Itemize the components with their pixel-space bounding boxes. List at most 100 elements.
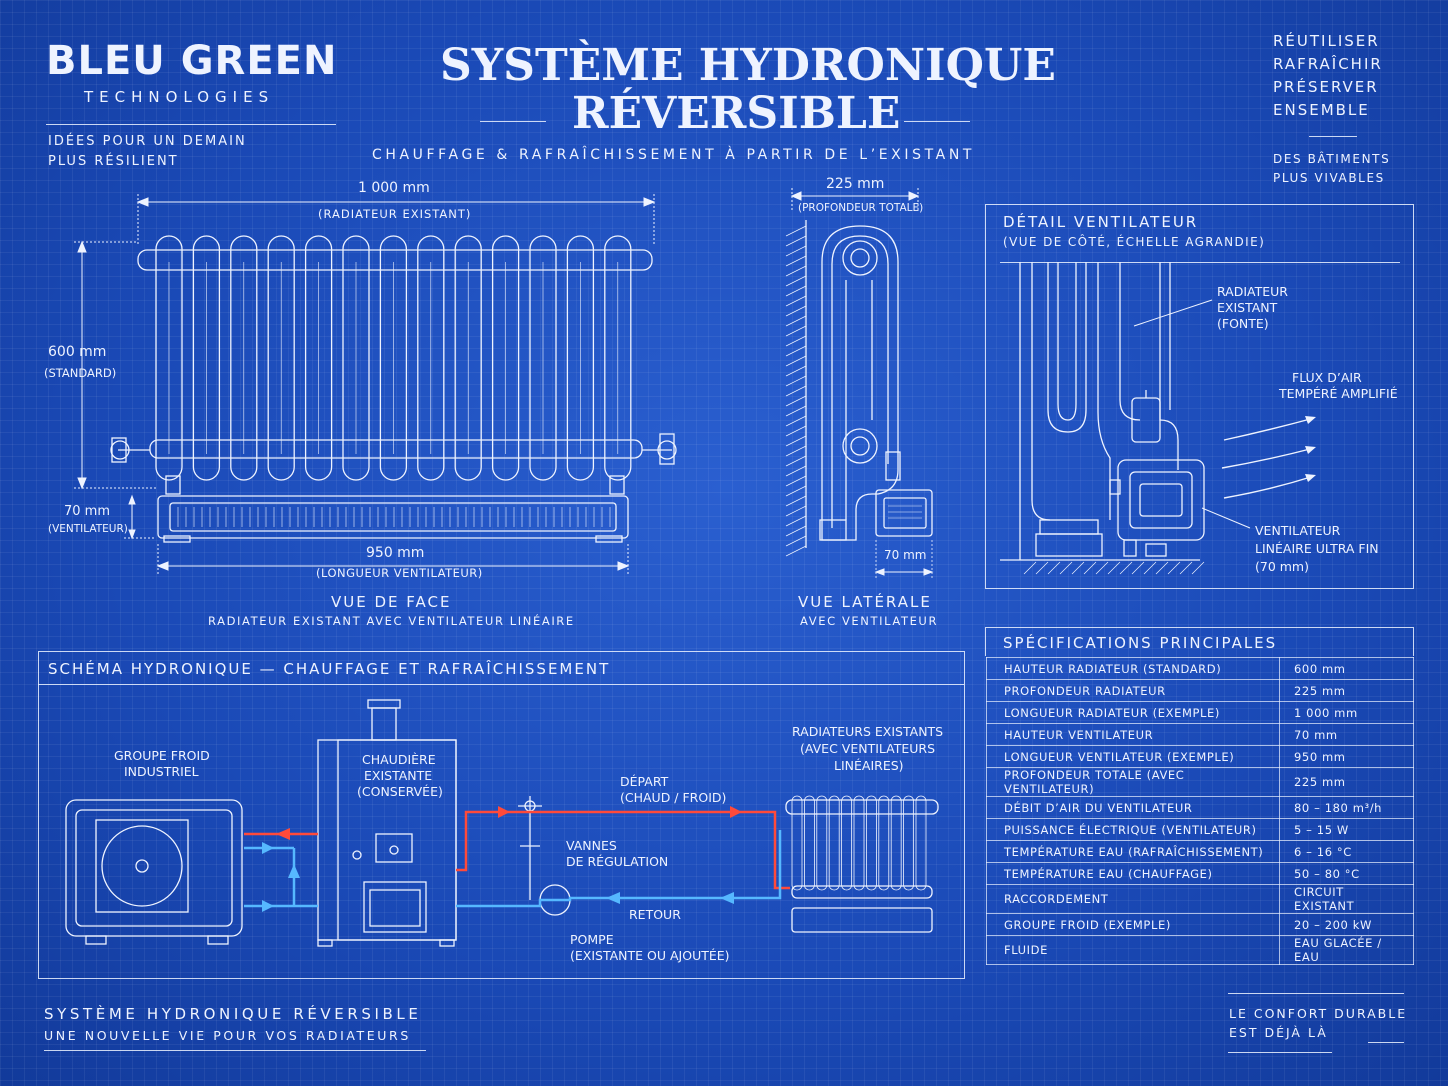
fan-detail-airflow-label-2: TEMPÉRÉ AMPLIFIÉ	[1279, 386, 1398, 401]
side-view-caption: VUE LATÉRALE	[798, 593, 932, 611]
motto-line-4: ENSEMBLE	[1273, 101, 1370, 119]
wall-hatch-line	[785, 265, 807, 277]
wall-hatch-line	[785, 515, 807, 527]
radiator-section	[304, 235, 333, 481]
motto-rule	[1309, 136, 1357, 137]
boiler-label-3: (CONSERVÉE)	[357, 784, 443, 799]
radiator-section	[491, 235, 520, 481]
wall-hatch-line	[785, 495, 807, 507]
wall-hatch-line	[785, 275, 807, 287]
fan-detail-title-rule	[1000, 262, 1400, 263]
floor-hatch-line	[1155, 561, 1169, 575]
wall-hatch-line	[785, 415, 807, 427]
wall-hatch-line	[785, 295, 807, 307]
spec-label: PROFONDEUR RADIATEUR	[986, 679, 1280, 702]
motto-line-1: RÉUTILISER	[1273, 32, 1380, 50]
valves-label-2: DE RÉGULATION	[566, 854, 669, 869]
fan-detail-fan-label-1: VENTILATEUR	[1255, 523, 1341, 538]
front-height-value: 600 mm	[48, 344, 107, 360]
floor-hatch-line	[1035, 561, 1049, 575]
floor-hatch-line	[1023, 561, 1037, 575]
radiator-section	[604, 235, 632, 481]
spec-label: RACCORDEMENT	[986, 884, 1280, 914]
footer-line-2: UNE NOUVELLE VIE POUR VOS RADIATEURS	[44, 1028, 411, 1043]
floor-hatch-line	[1119, 561, 1133, 575]
wall-hatch-line	[785, 345, 807, 357]
side-depth-note: (PROFONDEUR TOTALE)	[798, 202, 924, 214]
return-label: RETOUR	[629, 907, 681, 922]
hydronic-title-rule	[38, 684, 964, 685]
wall-hatch-line	[785, 335, 807, 347]
fan-height-note: (VENTILATEUR)	[48, 523, 128, 535]
spec-value: 5 – 15 W	[1279, 818, 1414, 841]
wall-hatch-line	[785, 445, 807, 457]
motto-sub-1: DES BÂTIMENTS	[1273, 152, 1391, 166]
fan-detail-airflow-label-1: FLUX D’AIR	[1292, 370, 1362, 385]
spec-label: HAUTEUR RADIATEUR (STANDARD)	[986, 657, 1280, 680]
radiator-section	[529, 235, 557, 481]
floor-hatch-line	[1047, 561, 1061, 575]
spec-row: PROFONDEUR TOTALE (AVEC VENTILATEUR)225 …	[986, 767, 1414, 797]
radiator-section	[155, 235, 183, 481]
radiator-section	[342, 235, 370, 481]
wall-hatch-line	[785, 365, 807, 377]
footer-rule	[44, 1050, 426, 1051]
fan-detail-fan-label-3: (70 mm)	[1255, 559, 1309, 574]
small-radiator-section	[878, 795, 890, 891]
wall-hatch-line	[785, 325, 807, 337]
brand-subtitle: TECHNOLOGIES	[84, 88, 275, 106]
spec-label: FLUIDE	[986, 935, 1280, 965]
floor-hatch-line	[1071, 561, 1085, 575]
floor-hatch-line	[1179, 561, 1193, 575]
motto-line-2: RAFRAÎCHIR	[1273, 55, 1383, 73]
spec-row: GROUPE FROID (EXEMPLE)20 – 200 kW	[986, 913, 1414, 936]
front-width-note: (RADIATEUR EXISTANT)	[318, 207, 472, 221]
specs-title: SPÉCIFICATIONS PRINCIPALES	[1003, 634, 1278, 652]
spec-row: TEMPÉRATURE EAU (RAFRAÎCHISSEMENT)6 – 16…	[986, 840, 1414, 863]
small-radiator-section	[866, 795, 877, 891]
radiator-section	[267, 235, 295, 481]
side-view-caption-sub: AVEC VENTILATEUR	[800, 614, 939, 628]
footer-line-1: SYSTÈME HYDRONIQUE RÉVERSIBLE	[44, 1005, 422, 1023]
spec-value: 6 – 16 °C	[1279, 840, 1414, 863]
footer-right-rule-bottom	[1228, 1052, 1332, 1053]
page-subtitle: CHAUFFAGE & RAFRAÎCHISSEMENT À PARTIR DE…	[372, 147, 976, 163]
floor-hatch-line	[1083, 561, 1097, 575]
brand-logo: BLEU GREEN	[46, 38, 338, 84]
fan-length-value: 950 mm	[366, 545, 425, 561]
small-radiator-section	[853, 795, 865, 891]
wall-hatch-line	[785, 315, 807, 327]
wall-hatch-line	[785, 485, 807, 497]
hydronic-title: SCHÉMA HYDRONIQUE — CHAUFFAGE ET RAFRAÎC…	[48, 660, 611, 678]
motto-sub-2: PLUS VIVABLES	[1273, 171, 1385, 185]
footer-right-2: EST DÉJÀ LÀ	[1229, 1025, 1328, 1040]
pump-label-1: POMPE	[570, 932, 614, 947]
spec-label: GROUPE FROID (EXEMPLE)	[986, 913, 1280, 936]
floor-hatch-line	[1143, 561, 1157, 575]
wall-hatch-line	[785, 505, 807, 517]
wall-hatch-line	[785, 545, 807, 557]
footer-right-1: LE CONFORT DURABLE	[1229, 1006, 1408, 1021]
brand-underline	[46, 124, 336, 125]
spec-label: HAUTEUR VENTILATEUR	[986, 723, 1280, 746]
fan-detail-radiator-label-3: (FONTE)	[1217, 316, 1269, 331]
front-height-note: (STANDARD)	[44, 366, 117, 380]
fan-detail-title: DÉTAIL VENTILATEUR	[1003, 213, 1199, 231]
radiator-section	[230, 235, 258, 481]
supply-label-2: (CHAUD / FROID)	[620, 790, 727, 805]
wall-hatch-line	[785, 475, 807, 487]
floor-hatch-line	[1167, 561, 1181, 575]
wall-hatch-line	[785, 435, 807, 447]
title-rule-right	[904, 121, 970, 122]
pump-label-2: (EXISTANTE OU AJOUTÉE)	[570, 948, 730, 963]
front-view-caption-sub: RADIATEUR EXISTANT AVEC VENTILATEUR LINÉ…	[208, 614, 575, 628]
radiator-section	[192, 235, 221, 481]
floor-hatch-line	[1191, 561, 1205, 575]
floor-hatch-line	[1131, 561, 1145, 575]
motto-line-3: PRÉSERVER	[1273, 78, 1379, 96]
